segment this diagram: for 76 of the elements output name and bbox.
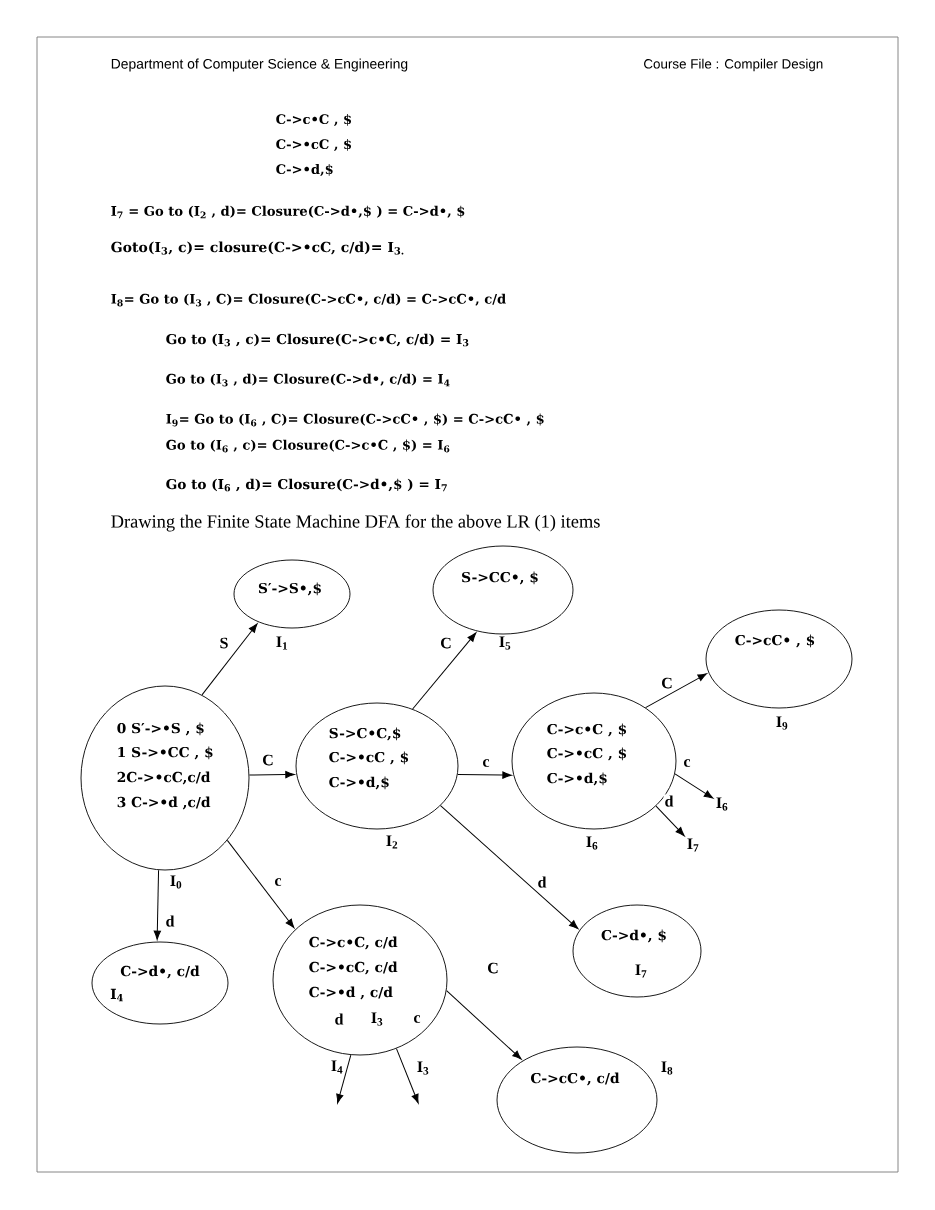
lr-item: C->cC• , $	[735, 634, 815, 648]
state-label: I$_{8}$	[661, 1061, 673, 1075]
formula-text: I$_{9}$= Go to (I$_{6}$ , C)= Closure(C->cC• , $) = C->cC• , $	[166, 413, 544, 427]
state-label: I$_{9}$	[776, 716, 788, 730]
state-ellipse	[572, 904, 702, 998]
lr-item: C->•d,$	[547, 772, 607, 786]
formula-text: Go to (I$_{6}$ , d)= Closure(C->d•,$ ) = I$_{7}$	[166, 478, 447, 492]
page-header: Department of Computer Science & Engineering	[111, 58, 408, 72]
edge-label: d	[164, 914, 176, 928]
edge-label: I$_{4}$	[329, 1059, 345, 1075]
lr-item: C->•cC , $	[547, 747, 627, 761]
arrow	[248, 771, 295, 779]
lr-item: S′->S•,$	[258, 582, 321, 596]
lr-item: C->c•C , $	[547, 723, 627, 737]
arrow	[446, 990, 522, 1060]
edge-label: I$_{3}$	[415, 1060, 431, 1076]
edge-label: C	[261, 753, 275, 767]
transition-symbol: d	[335, 1013, 344, 1025]
edge-label: C	[439, 636, 453, 650]
formula-text: Go to (I$_{6}$ , c)= Closure(C->c•C , $) = I$_{6}$	[166, 439, 450, 453]
arrow	[336, 1054, 352, 1104]
arrow	[655, 805, 685, 837]
lr-item: C->cC•, c/d	[531, 1072, 620, 1086]
state-label: I$_{4}$	[110, 988, 123, 1002]
state-label: I$_{2}$	[386, 835, 398, 849]
heading-text: Drawing the Finite State Machine DFA for the above LR (1) items	[111, 514, 600, 532]
edge-label: d	[663, 794, 675, 808]
lr-item: S->CC•, $	[462, 571, 538, 585]
lr-item: C->c•C, c/d	[309, 936, 398, 950]
arrow	[395, 1048, 419, 1104]
edge-label: c	[273, 877, 283, 887]
lr-item: S->C•C,$	[329, 727, 401, 741]
arrow	[201, 623, 258, 696]
transition-symbol: c	[414, 1015, 421, 1023]
edge-label: C	[660, 676, 674, 690]
arrow	[457, 771, 512, 779]
arrow	[674, 773, 714, 799]
state-label: I$_{0}$	[170, 875, 182, 889]
state-label: I$_{7}$	[687, 838, 699, 852]
arrow	[440, 805, 579, 930]
edge-label: d	[536, 875, 548, 889]
lr-item: C->•cC, c/d	[309, 961, 398, 975]
arrow	[153, 869, 161, 940]
state-ellipse	[91, 941, 229, 1025]
lr-item: C->•cC , $	[329, 751, 409, 765]
lr-item: C->c•C , $	[276, 113, 352, 127]
lr-item: C->•d , c/d	[309, 986, 393, 1000]
state-label: I$_{6}$	[716, 797, 728, 811]
edge-label: c	[682, 758, 692, 768]
arrow	[226, 839, 295, 929]
edge-label: c	[481, 758, 491, 768]
formula-text: Goto(I$_{3}$, c)= closure(C->•cC, c/d)= I$_{3.}$	[111, 241, 404, 255]
lr-item: C->d•, $	[601, 929, 666, 943]
lr-item: C->•d,$	[276, 163, 333, 177]
lr-item: 2C->•cC,c/d	[117, 771, 211, 785]
state-label: I$_{3}$	[371, 1012, 383, 1026]
page-header: Course File : Compiler Design	[644, 58, 823, 72]
edge-label: S	[218, 636, 230, 650]
arrow	[412, 632, 477, 710]
formula-text: Go to (I$_{3}$ , d)= Closure(C->d•, c/d) = I$_{4}$	[166, 373, 450, 387]
formula-text: Go to (I$_{3}$ , c)= Closure(C->c•C, c/d) = I$_{3}$	[166, 333, 469, 347]
lr-item: C->•d,$	[329, 776, 389, 790]
lr-item: 1 S->•CC , $	[118, 746, 213, 760]
arrow	[645, 673, 708, 709]
state-ellipse	[272, 904, 448, 1056]
lr-item: 0 S′->•S , $	[117, 722, 204, 736]
state-label: I$_{7}$	[635, 964, 647, 978]
lr-item: 3 C->•d ,c/d	[117, 796, 211, 810]
lr-item: C->d•, c/d	[120, 965, 200, 979]
state-label: I$_{6}$	[586, 836, 598, 850]
edge-label: C	[486, 961, 500, 975]
state-label: I$_{5}$	[499, 636, 511, 650]
lr-item: C->•cC , $	[276, 138, 352, 152]
state-label: I$_{1}$	[276, 636, 288, 650]
formula-text: I$_{8}$= Go to (I$_{3}$ , C)= Closure(C->cC•, c/d) = C->cC•, c/d	[111, 293, 506, 307]
formula-text: I$_{7}$ = Go to (I$_{2}$ , d)= Closure(C->d•,$ ) = C->d•, $	[111, 205, 465, 219]
